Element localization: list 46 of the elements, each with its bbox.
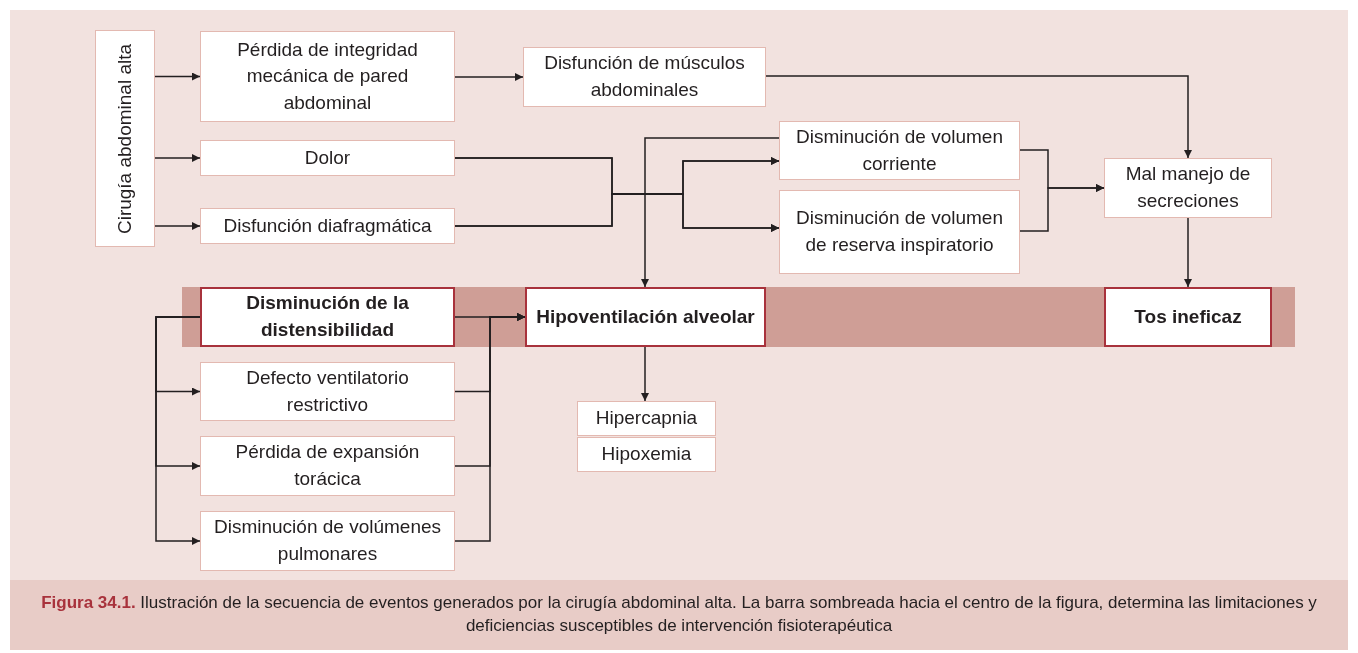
box-label: Disfunción diafragmática (222, 213, 433, 238)
process-box (577, 437, 716, 472)
arrow (641, 137, 780, 288)
box-label: Disminución de volumen de reserva inspiratorio (795, 206, 1004, 257)
arrow (641, 346, 649, 402)
process-box (577, 401, 716, 436)
arrow (154, 72, 201, 81)
box-label: Defecto ventilatorio restrictivo (245, 365, 410, 417)
arrow (765, 75, 1192, 159)
box-label: Hipoxemia (600, 442, 693, 467)
box-label: Hipercapnia (594, 406, 699, 431)
process-box (779, 121, 1020, 180)
box-label: Hipoventilación alveolar (535, 304, 756, 329)
arrow (454, 193, 780, 232)
process-box (95, 30, 155, 247)
highlighted-box (1104, 287, 1272, 347)
box-label: Cirugía abdominal alta (113, 42, 137, 236)
box-label: Pérdida de expansión torácica (234, 440, 421, 491)
shaded-band (182, 287, 1295, 347)
box-label: Disminución de la distensibilidad (245, 291, 410, 342)
box-label: Dolor (303, 145, 352, 170)
arrow (1019, 184, 1105, 232)
process-box (200, 511, 455, 571)
arrow (154, 154, 201, 162)
process-box (523, 47, 766, 107)
box-label: Disminución de volumen corriente (795, 124, 1004, 176)
box-label: Mal manejo de secreciones (1124, 162, 1252, 213)
process-box (779, 190, 1020, 274)
box-label: Tos ineficaz (1133, 304, 1243, 329)
box-label: Disfunción de músculos abdominales (543, 51, 746, 102)
highlighted-box (525, 287, 766, 347)
process-box (200, 208, 455, 244)
process-box (200, 362, 455, 421)
highlighted-box (200, 287, 455, 347)
arrow (154, 222, 201, 230)
arrow (1184, 217, 1192, 288)
process-box (200, 436, 455, 496)
process-box (200, 31, 455, 122)
arrow (454, 73, 524, 81)
process-box (200, 140, 455, 176)
arrow (155, 316, 201, 545)
box-label: Disminución de volúmenes pulmonares (212, 515, 443, 566)
box-label: Pérdida de integridad mecánica de pared abdominal (236, 37, 419, 115)
figure-caption: Figura 34.1. Ilustración de la secuencia de eventos generados por la cirugía abdominal alta. La barra sombreada hacia el centro de la figura, determina las limitaciones y deficiencias susceptibles de intervención fisioterapéutica (40, 592, 1318, 637)
arrow (454, 313, 526, 542)
process-box (1104, 158, 1272, 218)
